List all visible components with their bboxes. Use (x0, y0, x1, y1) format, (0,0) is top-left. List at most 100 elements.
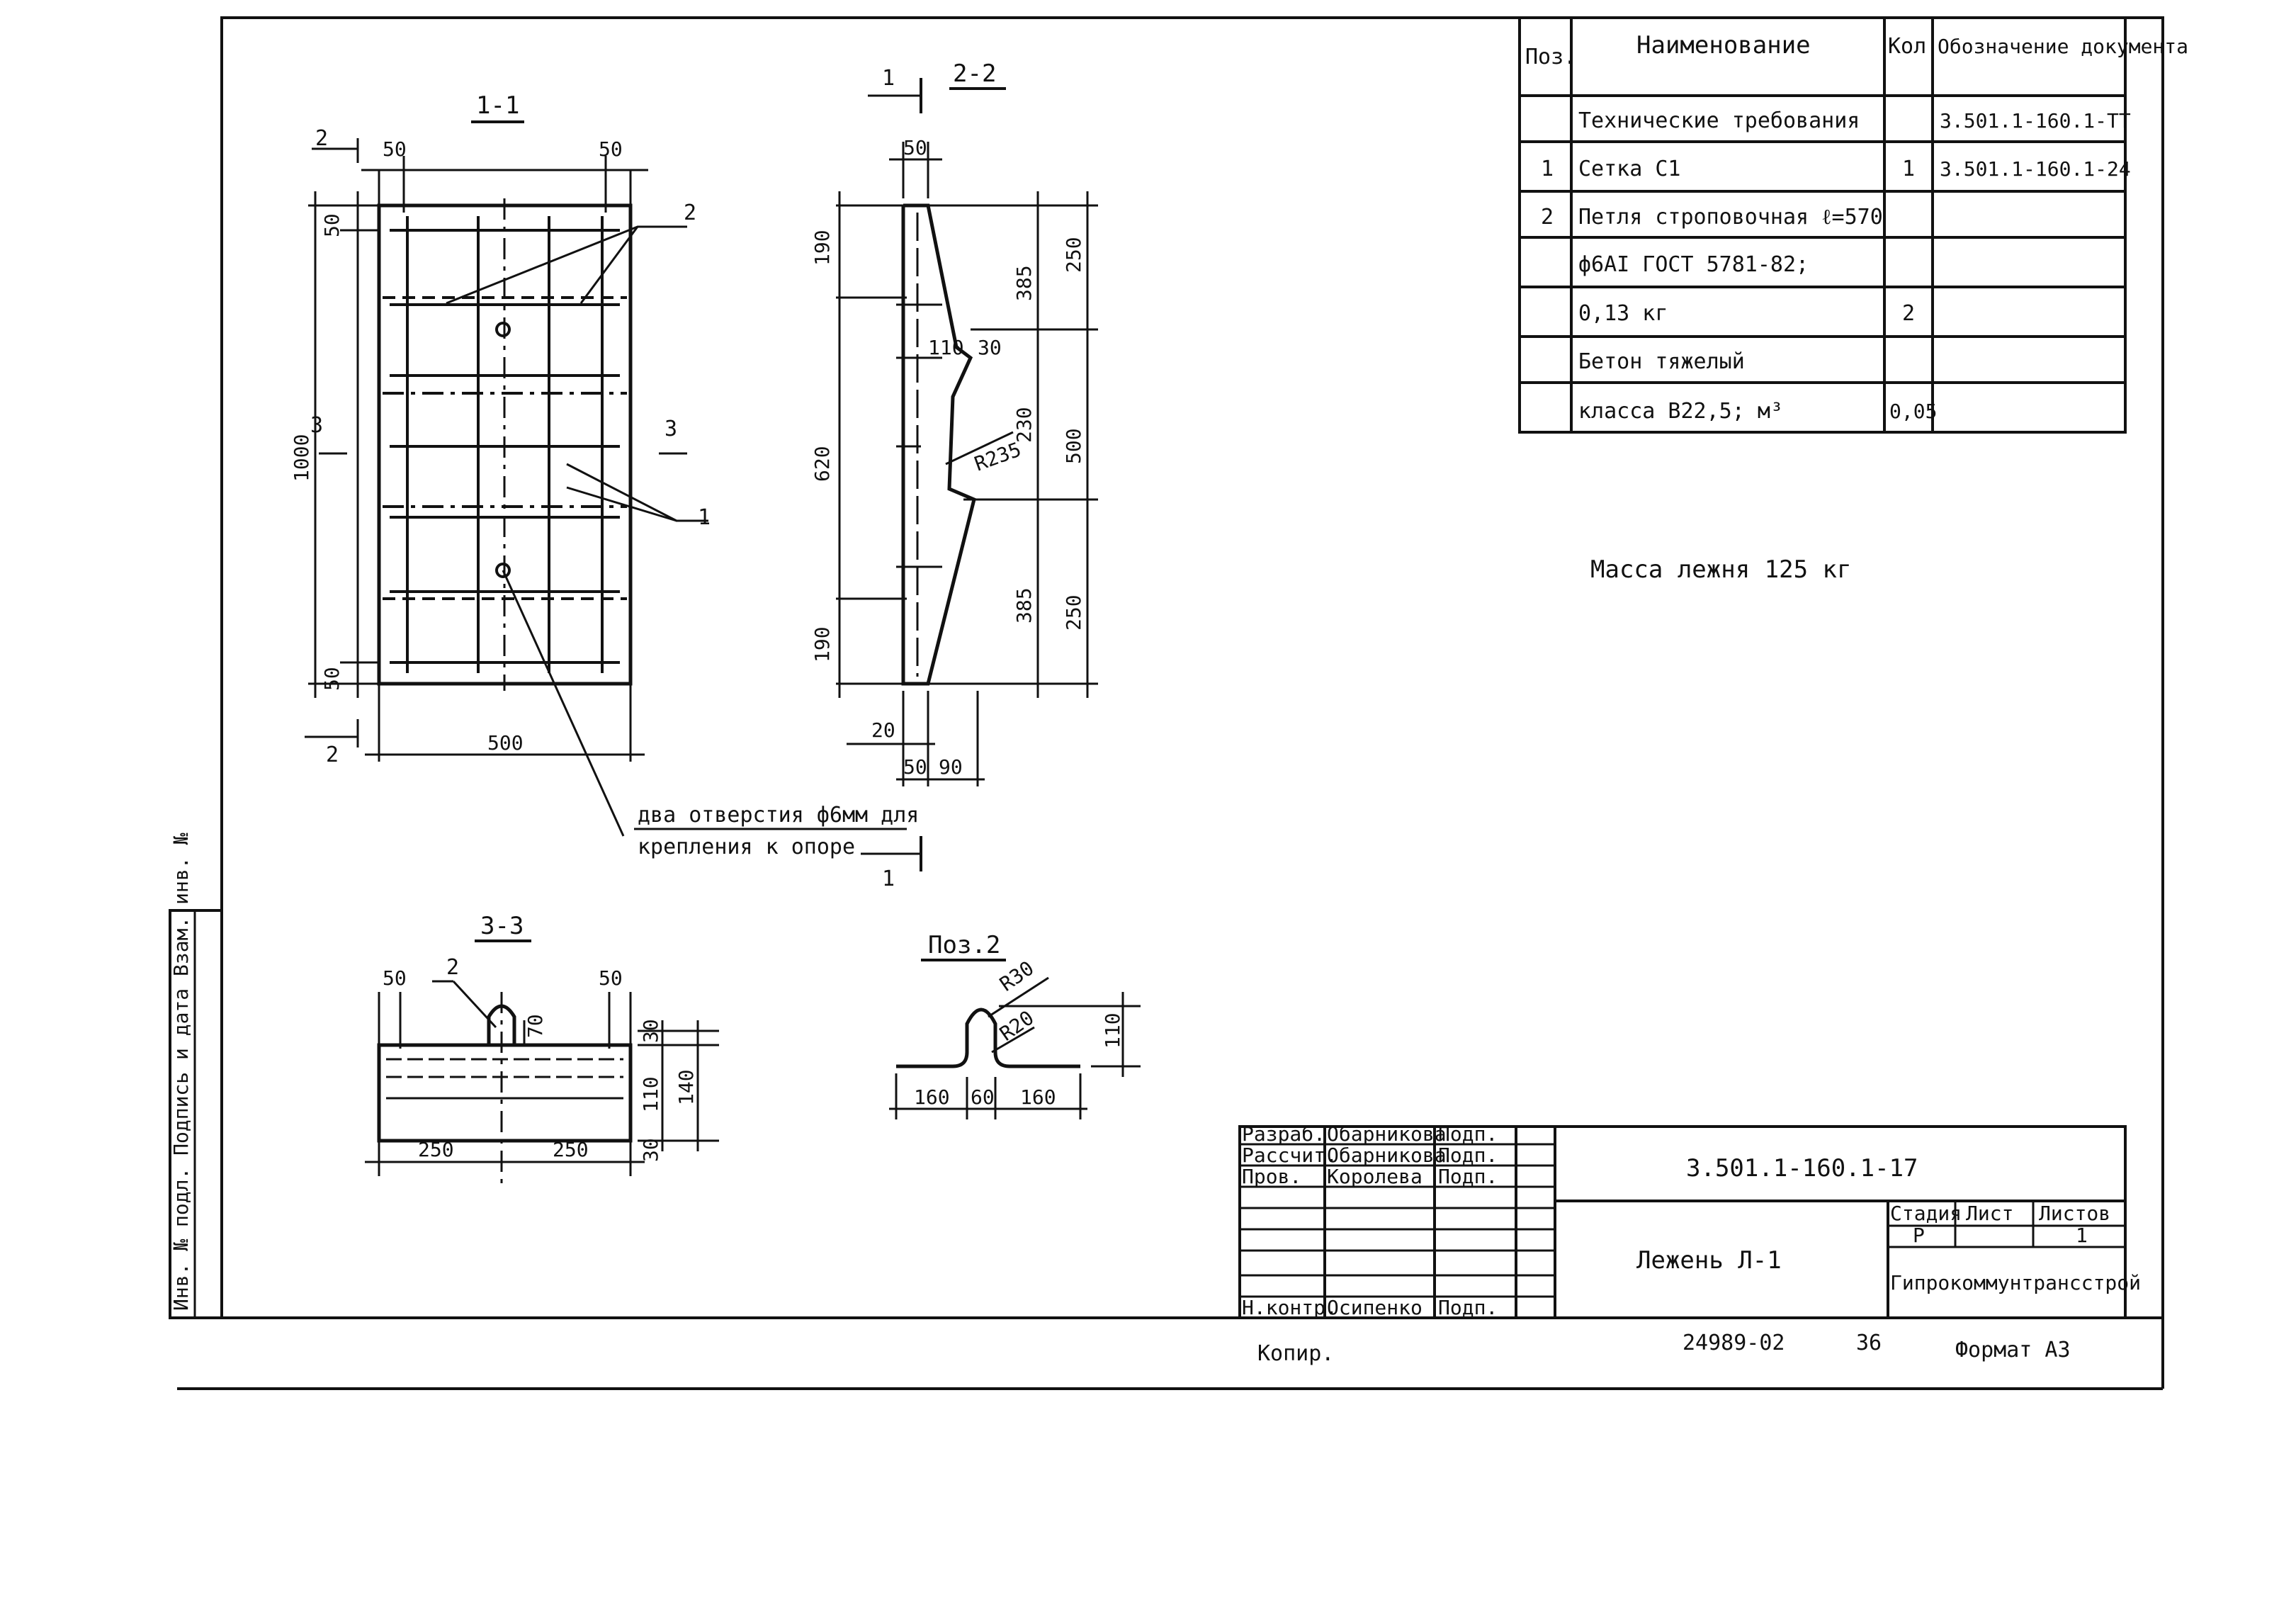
spec-row-qty: 2 (1902, 301, 1915, 326)
dim-620: 620 (810, 446, 834, 482)
dim-right50: 50 (599, 966, 623, 990)
dim-right160: 160 (1020, 1085, 1056, 1109)
dim-radius: R235 (971, 438, 1024, 476)
person: Осипенко (1327, 1296, 1423, 1319)
dim-30-bottom: 30 (639, 1138, 662, 1162)
dim-50-top: 50 (903, 136, 927, 159)
title-block (1238, 1125, 2127, 1319)
callout-pos: 2 (446, 955, 459, 980)
spec-row-name: Петля строповочная ℓ=570 (1578, 205, 1883, 230)
dim-190-bottom: 190 (810, 626, 834, 662)
spec-row-name: Сетка С1 (1578, 157, 1681, 181)
dim-30: 30 (978, 336, 1002, 359)
side-stamp: Инв. № подл. Подпись и дата Взам. инв. № (169, 833, 193, 1311)
spec-row-name: класса В22,5; м³ (1578, 399, 1783, 424)
spec-table (1518, 16, 2127, 434)
spec-row-pos: 2 (1541, 205, 1554, 230)
spec-row: Технические требования 3.501.1-160.1-ТТ (1578, 108, 2131, 133)
page-number: 36 (1856, 1331, 1882, 1355)
spec-row-qty: 1 (1902, 157, 1915, 181)
cut-2-bottom: 2 (326, 743, 339, 767)
signature-row: Разраб. Обарникова Подп. (1242, 1122, 1498, 1146)
dim-110: 110 (639, 1076, 662, 1112)
holes-note-line2: крепления к опоре (638, 835, 855, 859)
dim-385-top: 385 (1012, 265, 1036, 301)
dim-50-bottom: 50 (903, 755, 927, 779)
dim-top-left: 50 (383, 137, 407, 161)
mount-hole (495, 563, 511, 578)
pos2-title: Поз.2 (928, 931, 1000, 959)
sheets-value: 1 (2076, 1224, 2088, 1247)
role: Рассчит. (1242, 1144, 1338, 1167)
signature: Подп. (1438, 1165, 1498, 1188)
dim-top-right: 50 (599, 137, 623, 161)
spec-row: 0,13 кг 2 (1578, 301, 1915, 326)
dim-20: 20 (871, 718, 895, 742)
inventory-number: 24989-02 (1683, 1331, 1785, 1355)
dim-left-top: 50 (320, 213, 344, 237)
org-name: Гипрокоммунтрансстрой (1890, 1271, 2141, 1294)
signature-row: Н.контр. Осипенко Подп. (1242, 1296, 1498, 1319)
mass-note: Масса лежня 125 кг (1590, 555, 1851, 584)
dim-left-bottom: 50 (320, 667, 344, 691)
view-1-1-title: 1-1 (476, 91, 519, 120)
item-name: Лежень Л-1 (1636, 1246, 1782, 1275)
dim-height: 1000 (290, 434, 313, 482)
view-3-3: 3-3 50 50 2 70 30 (365, 912, 719, 1183)
view-pos2: Поз.2 R30 R20 110 160 60 160 (889, 931, 1141, 1119)
dim-90: 90 (939, 755, 963, 779)
spec-row-name: Технические требования (1578, 108, 1860, 133)
dim-110: 110 (928, 336, 964, 359)
holes-cut: 1 (882, 867, 895, 891)
sheet-label: Лист (1966, 1202, 2013, 1225)
format-label: Формат А3 (1955, 1338, 2071, 1362)
dim-r20: R20 (995, 1006, 1038, 1046)
dim-r30: R30 (995, 956, 1038, 996)
callout-pos2: 2 (684, 201, 696, 225)
spec-row: 1 Сетка С1 1 3.501.1-160.1-24 (1541, 157, 2131, 181)
spec-row: 2 Петля строповочная ℓ=570 (1541, 205, 1883, 230)
callout-pos1: 1 (698, 505, 711, 530)
dim-h110: 110 (1101, 1012, 1124, 1049)
spec-row-name: ф6АI ГОСТ 5781-82; (1578, 252, 1809, 277)
view-1-1: 1-1 (290, 91, 922, 891)
role: Н.контр. (1242, 1296, 1338, 1319)
signature: Подп. (1438, 1296, 1498, 1319)
cut-1-mark: 1 (882, 66, 895, 91)
dim-mid60: 60 (971, 1085, 995, 1109)
doc-code: 3.501.1-160.1-17 (1686, 1154, 1918, 1183)
dim-70: 70 (524, 1014, 547, 1038)
cut-3-left: 3 (310, 413, 323, 438)
sheets-label: Листов (2039, 1202, 2110, 1225)
dim-500: 500 (1062, 428, 1085, 464)
spec-row: класса В22,5; м³ 0,05 (1578, 399, 1937, 424)
dim-left50: 50 (383, 966, 407, 990)
spec-row-pos: 1 (1541, 157, 1554, 181)
view-2-2-title: 2-2 (953, 60, 996, 88)
signature: Подп. (1438, 1122, 1498, 1146)
view-2-2: 2-2 1 (810, 60, 1098, 786)
holes-note-line1: два отверстия ф6мм для (638, 803, 919, 828)
stage-label: Стадия (1890, 1202, 1962, 1225)
signature: Подп. (1438, 1144, 1498, 1167)
dim-230: 230 (1012, 407, 1036, 443)
spec-row-qty: 0,05 (1889, 400, 1937, 423)
spec-header-pos: Поз. (1525, 45, 1576, 69)
spec-header-name: Наименование (1636, 31, 1811, 60)
spec-row-doc: 3.501.1-160.1-ТТ (1940, 109, 2131, 132)
dim-250-bottom: 250 (1062, 594, 1085, 631)
mount-hole (495, 322, 511, 337)
person: Обарникова (1327, 1122, 1447, 1146)
dim-250-top: 250 (1062, 237, 1085, 273)
dim-385-bottom: 385 (1012, 587, 1036, 623)
spec-header-qty: Кол. (1888, 34, 1939, 59)
signature-row: Рассчит. Обарникова Подп. (1242, 1144, 1498, 1167)
copied-label: Копир. (1257, 1341, 1334, 1366)
spec-header-doc: Обозначение документа (1938, 35, 2188, 58)
dim-30-top: 30 (639, 1019, 662, 1043)
spec-row-doc: 3.501.1-160.1-24 (1940, 157, 2131, 181)
spec-row-name: Бетон тяжелый (1578, 349, 1745, 374)
loop-shape (896, 1008, 1080, 1068)
person: Королева (1327, 1165, 1423, 1188)
